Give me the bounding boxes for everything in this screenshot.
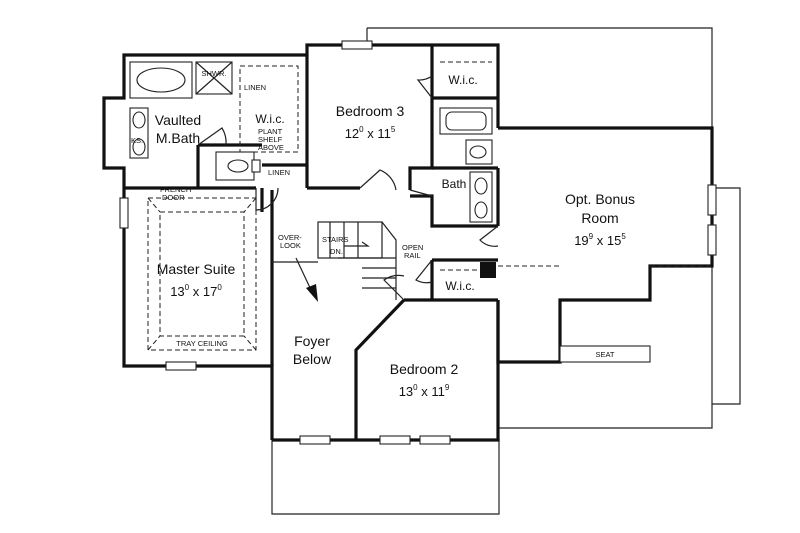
open-rail-line2: RAIL — [404, 251, 421, 260]
plant-shelf-line1: PLANT — [258, 127, 283, 136]
master-wic-label: W.i.c. — [255, 112, 284, 126]
bath-label: Bath — [442, 177, 467, 191]
bonus-room-label: Opt. Bonus Room 199 x 155 — [565, 191, 635, 248]
overlook-line1: OVER- — [278, 233, 302, 242]
open-rail-line1: OPEN — [402, 243, 423, 252]
bath-fixtures — [439, 107, 493, 223]
master-suite-name: Master Suite — [157, 261, 236, 277]
ks-label: KS. — [131, 136, 143, 145]
interior-walls — [124, 45, 500, 440]
french-door-line2: DOOR — [162, 193, 185, 202]
french-door-line1: FRENCH — [160, 185, 191, 194]
stairs — [272, 221, 397, 300]
shower-label: SHWR. — [202, 69, 227, 78]
master-suite-label: Master Suite 130 x 170 — [157, 261, 236, 299]
bedroom2-label: Bedroom 2 130 x 119 — [390, 361, 459, 399]
vaulted-bath-line2: M.Bath — [156, 130, 200, 146]
stairs-line2: DN. — [330, 247, 343, 256]
master-bath-fixtures — [129, 61, 299, 181]
plant-shelf-line3: ABOVE — [258, 143, 284, 152]
seat-label: SEAT — [595, 350, 614, 359]
vaulted-bath-label: Vaulted M.Bath — [155, 112, 201, 146]
exterior-walls — [102, 43, 714, 442]
bonus-room-details — [480, 262, 712, 363]
windows — [119, 40, 717, 445]
tray-ceiling-label: TRAY CEILING — [176, 339, 228, 348]
vaulted-bath-line1: Vaulted — [155, 112, 201, 128]
bonus-room-dims: 199 x 155 — [574, 232, 626, 248]
foyer-line2: Below — [293, 351, 332, 367]
bonus-room-name-2: Room — [581, 210, 618, 226]
foyer-line1: Foyer — [294, 333, 330, 349]
bedroom3-label: Bedroom 3 120 x 115 — [336, 103, 405, 141]
overlook-arrow-icon — [295, 257, 318, 302]
plant-shelf-line2: SHELF — [258, 135, 283, 144]
master-suite-dims: 130 x 170 — [170, 283, 222, 299]
bedroom3-name: Bedroom 3 — [336, 103, 405, 119]
linen-mid-label: LINEN — [268, 168, 290, 177]
bedroom2-name: Bedroom 2 — [390, 361, 459, 377]
doors — [197, 75, 499, 301]
bedroom3-dims: 120 x 115 — [345, 125, 396, 141]
stairs-line1: STAIRS — [322, 235, 349, 244]
closet-shelves — [440, 61, 492, 271]
bedroom2-wic-label: W.i.c. — [445, 279, 474, 293]
foyer-label: Foyer Below — [293, 333, 332, 367]
linen-top-label: LINEN — [244, 83, 266, 92]
bonus-room-name-1: Opt. Bonus — [565, 191, 635, 207]
tray-ceiling — [147, 197, 257, 351]
bedroom3-wic-label: W.i.c. — [448, 73, 477, 87]
bedroom2-dims: 130 x 119 — [399, 383, 450, 399]
overlook-line2: LOOK — [280, 241, 301, 250]
